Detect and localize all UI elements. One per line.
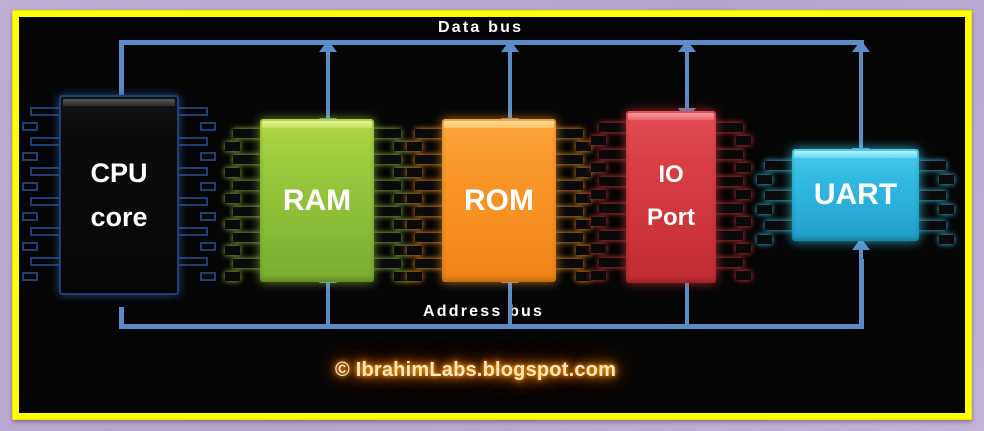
rom-label: ROM — [464, 183, 534, 217]
io-port-label-line1: IO — [658, 161, 684, 189]
data-bus-label: Data bus — [438, 19, 524, 36]
address-bus-arrow-ram — [326, 282, 330, 325]
data-bus-arrow-ram — [326, 51, 330, 119]
address-bus-arrow-uart — [859, 249, 863, 325]
data-bus-arrow-rom — [508, 51, 512, 119]
io-pins-right — [714, 111, 751, 283]
data-bus-cpu-riser — [119, 40, 124, 108]
cpu-pins-left — [22, 95, 61, 295]
watermark-text: © IbrahimLabs.blogspot.com — [335, 359, 617, 381]
uart-body: UART — [792, 149, 919, 241]
data-bus-line — [119, 40, 864, 45]
io-pins-left — [591, 111, 628, 283]
uart-pins-right — [917, 149, 954, 244]
ram-pins-left — [225, 119, 262, 282]
block-uart[interactable]: UART — [757, 149, 954, 244]
io-port-label-line2: Port — [647, 204, 695, 231]
ram-pins-right — [372, 119, 409, 282]
io-port-body: IO Port — [626, 111, 716, 283]
block-cpu[interactable]: CPU core — [22, 95, 216, 295]
address-bus-label: Address bus — [423, 303, 545, 320]
data-bus-arrow-uart — [859, 51, 863, 149]
block-ram[interactable]: RAM — [225, 119, 409, 282]
address-bus-arrow-rom — [508, 282, 512, 325]
cpu-label-line2: core — [90, 202, 148, 232]
rom-pins-left — [407, 119, 444, 282]
block-io-port[interactable]: IO Port — [591, 111, 751, 283]
uart-pins-left — [757, 149, 794, 244]
address-bus-cpu-riser — [119, 307, 124, 329]
rom-body: ROM — [442, 119, 556, 282]
cpu-label-line1: CPU — [90, 157, 148, 188]
address-bus-line — [119, 324, 864, 329]
uart-label: UART — [813, 178, 898, 212]
diagram-canvas: Data bus Address bus — [19, 17, 965, 413]
rom-pins-right — [554, 119, 591, 282]
cpu-body: CPU core — [59, 95, 179, 295]
ram-body: RAM — [260, 119, 374, 282]
data-bus-arrow-io — [685, 51, 689, 109]
block-rom[interactable]: ROM — [407, 119, 591, 282]
ram-label: RAM — [282, 183, 352, 217]
address-bus-arrow-io — [685, 282, 689, 325]
cpu-pins-right — [177, 95, 216, 295]
